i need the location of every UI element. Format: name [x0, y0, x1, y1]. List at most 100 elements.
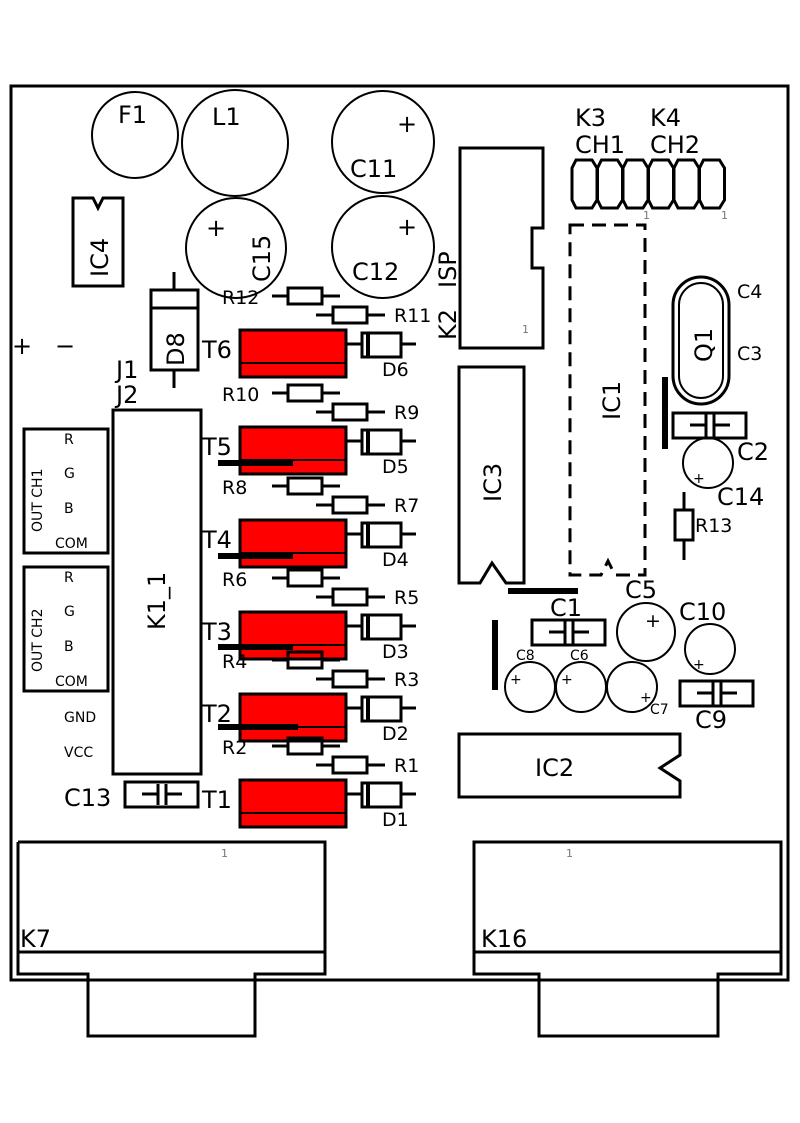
diode-label: D2 [382, 723, 409, 745]
k2-label: K2 [434, 309, 462, 340]
plus-icon: + [693, 471, 705, 487]
resistor-r4[interactable]: R4 [222, 650, 340, 673]
resistor-label: R6 [222, 569, 247, 591]
k16-label: K16 [481, 925, 527, 953]
capacitor-c8[interactable]: + C8 [504, 648, 556, 713]
resistor-r3[interactable]: R3 [316, 669, 419, 691]
capacitor-c11[interactable]: + C11 [331, 90, 435, 194]
capacitor-c14[interactable]: + C14 [682, 437, 764, 511]
resistor-r13[interactable]: R13 [673, 492, 732, 560]
transistor-t1[interactable]: T1 [201, 778, 348, 829]
plus-icon: + [645, 610, 661, 632]
out-ch1-title: OUT CH1 [30, 469, 46, 532]
output-ch2-block[interactable]: OUT CH2 R G B COM [22, 565, 110, 693]
resistor-r10[interactable]: R10 [222, 383, 340, 406]
isp-header-k2[interactable]: 1 ISP K2 [434, 146, 545, 350]
diode-d4[interactable]: D4 [346, 521, 416, 571]
capacitor-c13[interactable]: C13 [64, 780, 200, 812]
transistor-t4[interactable]: T4 [201, 518, 348, 569]
resistor-label: R2 [222, 737, 247, 759]
j2-label: J2 [114, 381, 138, 409]
transistor-t2[interactable]: T2 [201, 692, 348, 743]
resistor-r9[interactable]: R9 [316, 402, 419, 424]
capacitor-c9[interactable]: C9 [678, 679, 755, 734]
header-pin [621, 158, 650, 210]
capacitor-c5[interactable]: + C5 [616, 576, 676, 662]
resistor-label: R3 [394, 669, 419, 691]
pin1-marker: 1 [522, 323, 529, 336]
ch2-pin-com: COM [55, 674, 88, 690]
c15-label: C15 [248, 235, 276, 282]
resistor-label: R1 [394, 755, 419, 777]
plus-icon: + [693, 657, 705, 673]
resistor-label: R5 [394, 587, 419, 609]
isp-label: ISP [434, 251, 462, 288]
capacitor-c15[interactable]: + C15 [185, 197, 287, 299]
c9-label: C9 [695, 706, 727, 734]
transistor-t5[interactable]: T5 [201, 425, 348, 476]
transistor-t3[interactable]: T3 [201, 610, 348, 661]
crystal-q1[interactable]: Q1 [671, 275, 731, 406]
wire-bar [218, 553, 293, 559]
capacitor-c12[interactable]: + C12 [331, 195, 435, 299]
ch1-pin-b: B [64, 501, 74, 517]
output-ch1-block[interactable]: OUT CH1 R G B COM [22, 427, 110, 555]
connector-k16[interactable]: 1 K16 [472, 840, 783, 1038]
resistor-r12[interactable]: R12 [222, 286, 340, 309]
k7-label: K7 [20, 925, 51, 953]
resistor-r8[interactable]: R8 [222, 476, 340, 499]
header-pin [596, 158, 624, 210]
resistor-r5[interactable]: R5 [316, 587, 419, 609]
inductor-l1[interactable]: L1 [181, 89, 289, 197]
ic3[interactable]: IC3 [457, 365, 526, 585]
c10-label: C10 [679, 598, 726, 626]
diode-d3[interactable]: D3 [346, 613, 416, 663]
transistor-label: T1 [201, 786, 232, 814]
ic4[interactable]: IC4 [71, 196, 125, 288]
resistor-r6[interactable]: R6 [222, 568, 340, 591]
ic4-label: IC4 [86, 238, 114, 277]
connector-k7[interactable]: 1 K7 [16, 840, 327, 1038]
diode-d1[interactable]: D1 [346, 781, 416, 831]
header-k3-k4[interactable]: K3 K4 CH1 CH2 1 1 [570, 104, 728, 222]
connector-k1-1[interactable]: K1_1 [111, 408, 203, 776]
k3-label: K3 [575, 104, 606, 132]
capacitor-c7[interactable]: + C7 [606, 661, 669, 718]
ch1-pin-r: R [64, 432, 74, 448]
ic1[interactable]: IC1 [568, 223, 647, 577]
capacitor-c6[interactable]: + C6 [555, 648, 607, 713]
capacitor-c10[interactable]: + C10 [679, 598, 736, 675]
resistor-label: R8 [222, 477, 247, 499]
transistor-t6[interactable]: T6 [201, 328, 348, 379]
c13-label: C13 [64, 784, 111, 812]
c14-label: C14 [717, 483, 764, 511]
ic2[interactable]: IC2 [457, 732, 682, 799]
diode-label: D5 [382, 456, 409, 478]
capacitor-c2[interactable]: C2 [671, 411, 769, 466]
diode-label: D1 [382, 809, 409, 831]
diode-d8[interactable]: D8 [149, 272, 200, 388]
resistor-r11[interactable]: R11 [316, 305, 431, 327]
c11-label: C11 [350, 155, 397, 183]
resistor-label: R9 [394, 402, 419, 424]
k3-pin1-marker: 1 [643, 209, 650, 222]
capacitor-c1[interactable]: C1 [530, 594, 607, 647]
resistor-r7[interactable]: R7 [316, 495, 419, 517]
diode-d2[interactable]: D2 [346, 695, 416, 745]
transistor-label: T6 [201, 336, 232, 364]
diode-d6[interactable]: D6 [346, 331, 416, 381]
diode-d5[interactable]: D5 [346, 428, 416, 478]
resistor-r2[interactable]: R2 [222, 736, 340, 759]
resistor-label: R10 [222, 384, 259, 406]
ch2-pin-b: B [64, 639, 74, 655]
ch2-pin-r: R [64, 570, 74, 586]
f1-label: F1 [118, 101, 147, 129]
fuse-f1[interactable]: F1 [91, 91, 179, 179]
resistor-r1[interactable]: R1 [316, 755, 419, 777]
k7-pin1-marker: 1 [221, 847, 228, 860]
jumper-bar-q1 [662, 377, 668, 449]
pin-vcc: VCC [64, 745, 93, 761]
